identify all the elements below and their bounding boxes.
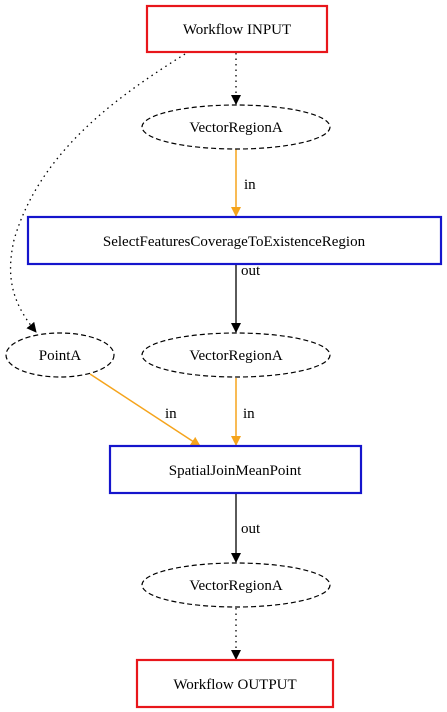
node-vectorregion-a-2-label: VectorRegionA bbox=[189, 348, 282, 364]
node-select-features-label: SelectFeaturesCoverageToExistenceRegion bbox=[103, 234, 366, 250]
node-spatial-join-label: SpatialJoinMeanPoint bbox=[169, 463, 302, 479]
node-vectorregion-a-1-label: VectorRegionA bbox=[189, 120, 282, 136]
node-workflow-output[interactable]: Workflow OUTPUT bbox=[135, 658, 335, 709]
node-workflow-output-label: Workflow OUTPUT bbox=[173, 677, 296, 693]
node-point-a-label: PointA bbox=[39, 348, 82, 364]
node-point-a[interactable]: PointA bbox=[5, 332, 115, 378]
node-vectorregion-a-3-label: VectorRegionA bbox=[189, 578, 282, 594]
edge-input-to-pointa bbox=[9, 53, 186, 333]
edge-label-out-2: out bbox=[241, 521, 261, 537]
node-workflow-input[interactable]: Workflow INPUT bbox=[145, 4, 329, 54]
edge-pointa-to-spatialjoin bbox=[89, 373, 201, 447]
node-vectorregion-a-1[interactable]: VectorRegionA bbox=[141, 104, 331, 150]
edge-label-out-1: out bbox=[241, 263, 261, 279]
edge-label-in-1: in bbox=[244, 177, 256, 193]
edge-label-in-2: in bbox=[165, 406, 177, 422]
node-vectorregion-a-2[interactable]: VectorRegionA bbox=[141, 332, 331, 378]
node-spatial-join[interactable]: SpatialJoinMeanPoint bbox=[108, 444, 363, 495]
node-vectorregion-a-3[interactable]: VectorRegionA bbox=[141, 562, 331, 608]
edge-label-in-3: in bbox=[243, 406, 255, 422]
node-workflow-input-label: Workflow INPUT bbox=[183, 22, 291, 38]
node-select-features[interactable]: SelectFeaturesCoverageToExistenceRegion bbox=[26, 215, 443, 266]
